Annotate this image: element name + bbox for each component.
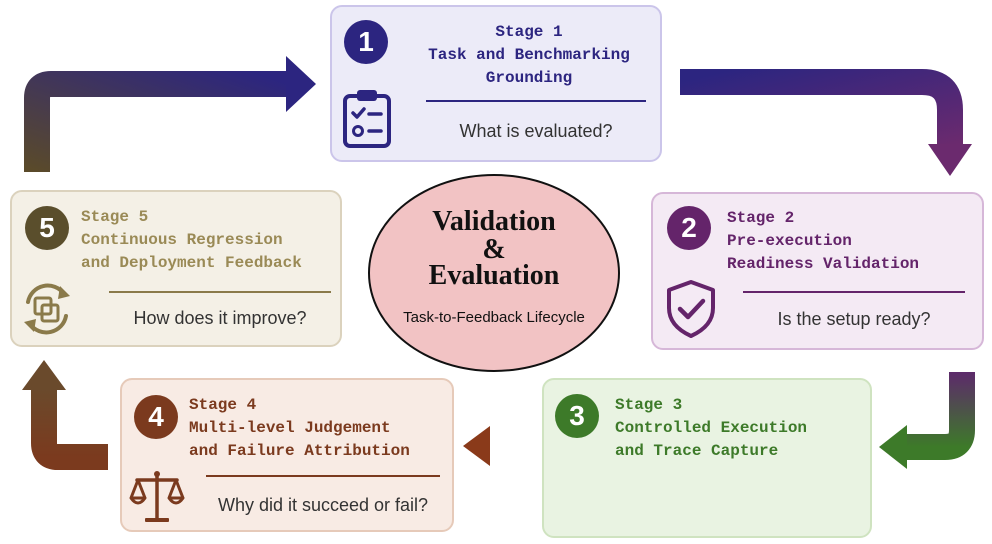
stage-1-number-badge: 1: [344, 20, 388, 64]
stage-4-number-badge: 4: [134, 395, 178, 439]
stage-4-question: Why did it succeed or fail?: [217, 495, 429, 515]
stage-5-card: 5 Stage 5 Continuous Regression and Depl…: [10, 190, 342, 347]
stage-1-question: What is evaluated?: [459, 121, 613, 141]
refresh-cycle-icon: [24, 283, 70, 335]
stage-5-divider: [109, 291, 331, 293]
arrow-stage5-to-stage1: [24, 56, 316, 172]
arrow-stage3-to-stage4: [463, 426, 526, 466]
stage-3-card: 3 Stage 3 Controlled Execution and Trace…: [542, 378, 872, 538]
stage-4-title: Stage 4 Multi-level Judgement and Failur…: [189, 396, 410, 460]
stage-2-number-badge: 2: [667, 206, 711, 250]
stage-1-card: 1 Stage 1 Task and Benchmarking Groundin…: [330, 5, 662, 162]
stage-4-divider: [206, 475, 440, 477]
balance-scale-icon: [129, 471, 185, 522]
center-title-line2: &: [482, 234, 506, 265]
stage-5-title: Stage 5 Continuous Regression and Deploy…: [81, 208, 302, 272]
stage-1-divider: [426, 100, 646, 102]
arrow-stage4-to-stage5: [22, 360, 108, 470]
center-ellipse: Validation & Evaluation Task-to-Feedback…: [368, 174, 620, 372]
stage-2-question: Is the setup ready?: [777, 309, 931, 329]
stage-2-divider: [743, 291, 965, 293]
stage-1-title: Stage 1 Task and Benchmarking Grounding: [428, 23, 630, 87]
stage-5-number-badge: 5: [25, 206, 69, 250]
center-subtitle: Task-to-Feedback Lifecycle: [403, 309, 585, 326]
stage-2-card: 2 Stage 2 Pre-execution Readiness Valida…: [651, 192, 984, 350]
stage-3-number-badge: 3: [555, 394, 599, 438]
center-title-line1: Validation: [432, 206, 556, 237]
arrow-stage1-to-stage2: [680, 69, 972, 176]
stage-4-card: 4 Stage 4 Multi-level Judgement and Fail…: [120, 378, 454, 532]
shield-check-icon: [667, 280, 715, 338]
center-title-line3: Evaluation: [428, 260, 560, 291]
stage-3-title: Stage 3 Controlled Execution and Trace C…: [615, 396, 808, 460]
stage-5-question: How does it improve?: [133, 308, 307, 328]
stage-2-title: Stage 2 Pre-execution Readiness Validati…: [727, 209, 920, 273]
clipboard-checklist-icon: [343, 90, 391, 148]
arrow-stage2-to-stage3: [879, 372, 975, 469]
